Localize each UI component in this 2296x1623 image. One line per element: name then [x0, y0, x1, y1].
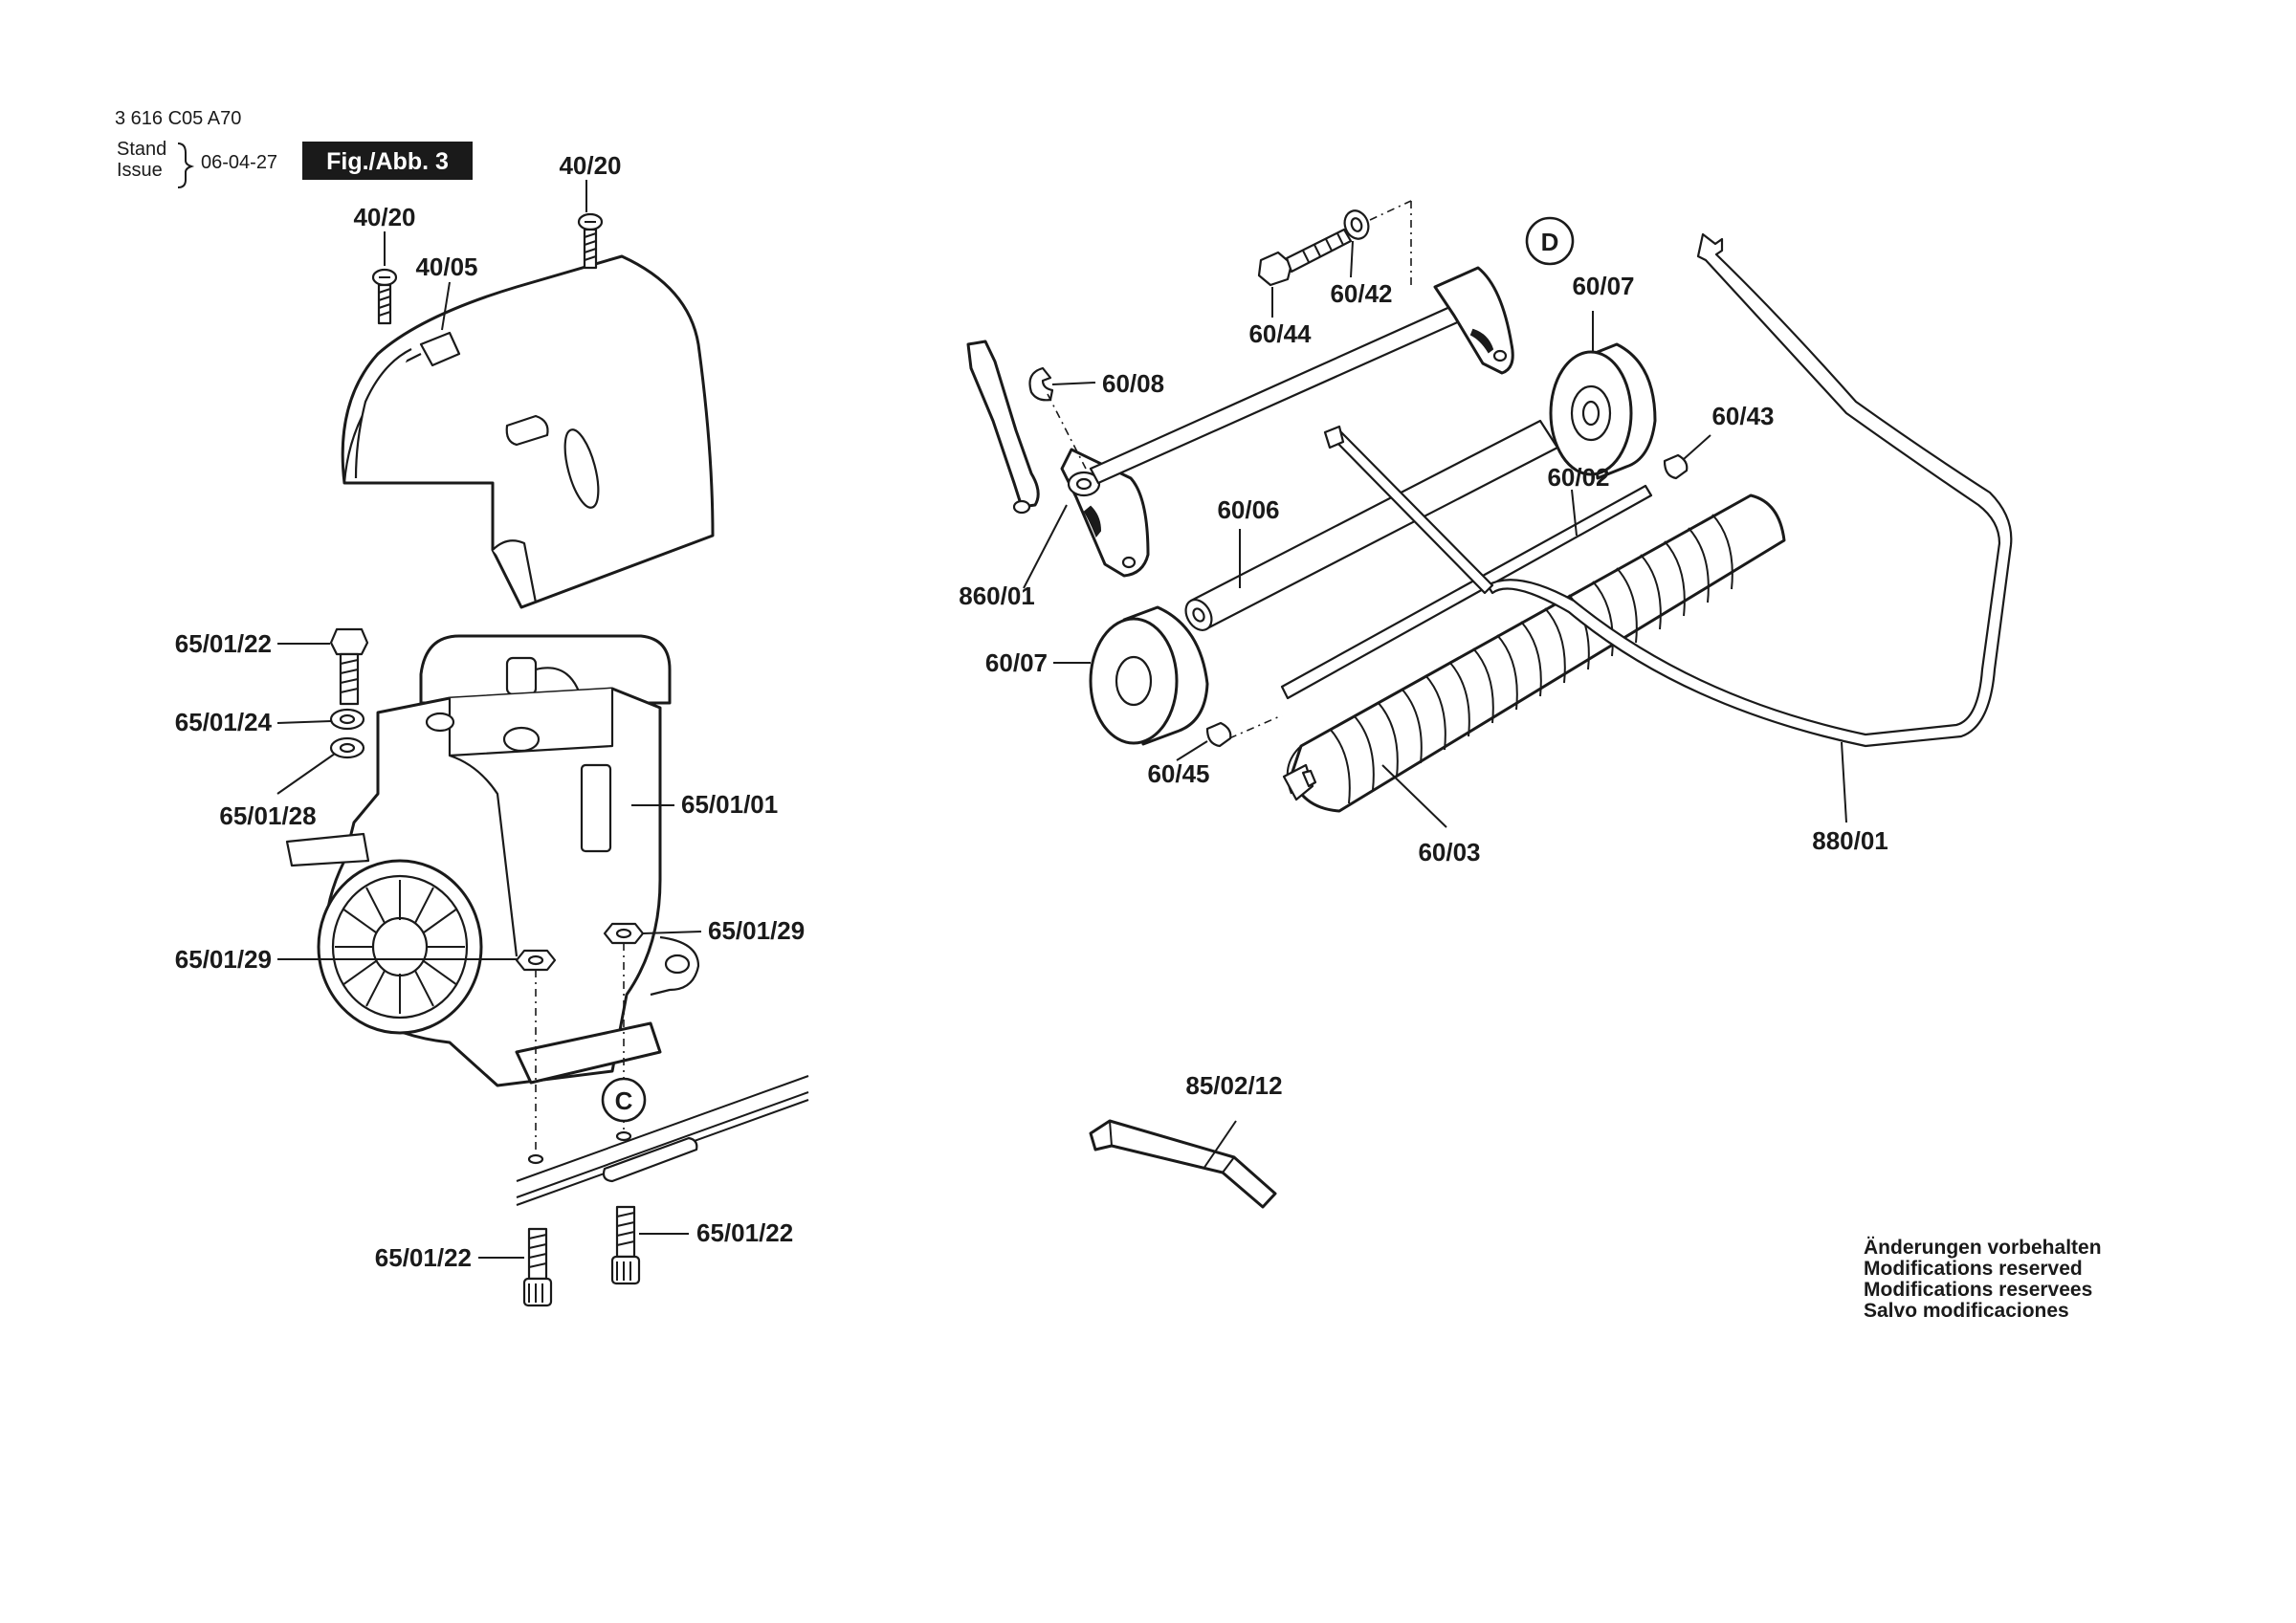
- doc-number: 3 616 C05 A70: [115, 108, 241, 129]
- part-bolt-65-01-22-bl: [522, 1227, 553, 1307]
- issue-label: Issue: [117, 160, 163, 181]
- part-bolt-65-01-22-top: [329, 627, 369, 706]
- callout-65-01-29-left: 65/01/29: [175, 945, 272, 974]
- part-hex-key-85-02-12: [1089, 1119, 1277, 1209]
- part-bracket-860-01: [966, 340, 1150, 578]
- callout-40-20-a: 40/20: [353, 203, 415, 231]
- marker-d-letter: D: [1541, 228, 1559, 256]
- part-wheel-60-07-left: [1089, 605, 1209, 746]
- issue-date: 06-04-27: [201, 152, 277, 173]
- part-bolt-65-01-22-br: [610, 1205, 641, 1285]
- callout-labels: 40/20 40/20 40/05 65/01/22 65/01/24 65/0…: [175, 151, 1888, 1272]
- part-hood: [341, 254, 715, 609]
- part-cap-60-43: [1663, 453, 1689, 480]
- marker-c-letter: C: [615, 1086, 633, 1115]
- leader-lines: [276, 180, 1847, 1259]
- note-line-de: Änderungen vorbehalten: [1864, 1237, 2102, 1259]
- marker-d: D: [1525, 216, 1575, 266]
- part-rod-60-02: [1280, 484, 1653, 700]
- part-washer-65-01-28: [329, 736, 365, 759]
- right-assembly-axes: [1047, 200, 1412, 739]
- part-clip-60-08: [1028, 366, 1054, 402]
- callout-65-01-22-top: 65/01/22: [175, 629, 272, 658]
- part-rod-crossbar: [1323, 425, 1494, 595]
- callout-65-01-22-br: 65/01/22: [696, 1218, 793, 1247]
- callout-60-07-top: 60/07: [1572, 272, 1634, 300]
- document-header: 3 616 C05 A70 Stand Issue 06-04-27 Fig./…: [115, 108, 473, 188]
- brace-icon: [177, 143, 195, 188]
- frame-rails: [516, 1075, 809, 1206]
- callout-60-07-left: 60/07: [985, 648, 1048, 677]
- callout-880-01: 880/01: [1812, 826, 1888, 855]
- part-handle-880-01: [1486, 232, 2013, 748]
- callout-60-02: 60/02: [1547, 463, 1609, 492]
- note-line-fr: Modifications reservees: [1864, 1279, 2092, 1301]
- callout-65-01-28: 65/01/28: [219, 801, 316, 830]
- part-screw-40-20-b: [577, 212, 604, 270]
- part-nut-65-01-29-left: [515, 949, 557, 972]
- part-bracket-right: [1433, 266, 1514, 375]
- callout-40-05: 40/05: [415, 252, 477, 281]
- modifications-note: Änderungen vorbehalten Modifications res…: [1864, 1237, 2102, 1322]
- part-screw-40-20-a: [371, 268, 398, 325]
- callout-60-45: 60/45: [1147, 759, 1209, 788]
- callout-60-08: 60/08: [1102, 369, 1164, 398]
- part-tube-60-06: [1184, 419, 1559, 631]
- part-engine: [285, 634, 700, 1087]
- roller-ridges: [1329, 514, 1733, 804]
- callout-65-01-24: 65/01/24: [175, 708, 273, 736]
- starter-fins: [335, 880, 465, 1014]
- callout-860-01: 860/01: [959, 581, 1035, 610]
- marker-c: C: [601, 1077, 647, 1123]
- note-line-en: Modifications reserved: [1864, 1258, 2083, 1280]
- figure-label: Fig./Abb. 3: [326, 148, 449, 175]
- part-wheel-60-07-top: [1549, 342, 1657, 480]
- callout-60-42: 60/42: [1330, 279, 1392, 308]
- part-cap-60-45: [1205, 721, 1232, 748]
- callout-65-01-22-bl: 65/01/22: [375, 1243, 472, 1272]
- figure-badge: [302, 142, 473, 180]
- callout-60-06: 60/06: [1217, 495, 1279, 524]
- callout-85-02-12: 85/02/12: [1185, 1071, 1282, 1100]
- part-bolt-60-44: [1257, 228, 1353, 287]
- part-nut-65-01-29-right: [603, 922, 645, 945]
- part-washer-65-01-24: [329, 708, 365, 731]
- callout-60-43: 60/43: [1711, 402, 1774, 430]
- callout-65-01-01: 65/01/01: [681, 790, 778, 819]
- note-line-es: Salvo modificaciones: [1864, 1300, 2069, 1322]
- part-washer-60-42: [1343, 209, 1370, 240]
- callout-60-03: 60/03: [1418, 838, 1480, 866]
- stand-label: Stand: [117, 139, 166, 160]
- callout-60-44: 60/44: [1248, 319, 1312, 348]
- callout-40-20-b: 40/20: [559, 151, 621, 180]
- callout-65-01-29-right: 65/01/29: [708, 916, 805, 945]
- part-roller-60-03: [1282, 493, 1786, 813]
